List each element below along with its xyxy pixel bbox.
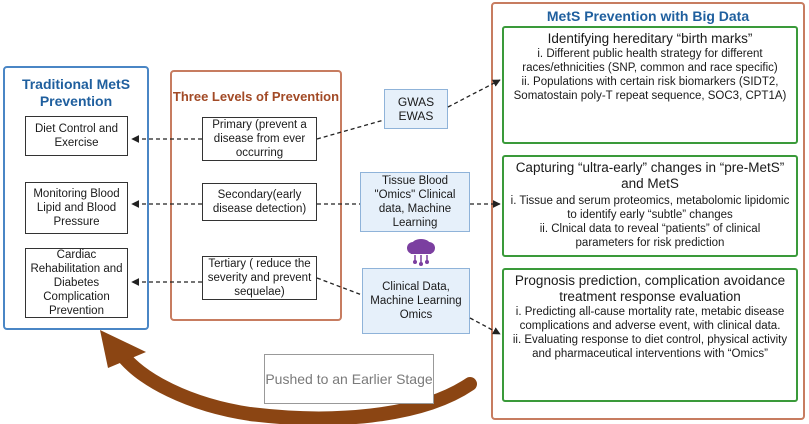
levels-title: Three Levels of Prevention <box>172 89 340 104</box>
gwas-box: GWAS EWAS <box>384 89 448 129</box>
traditional-item-monitoring: Monitoring Blood Lipid and Blood Pressur… <box>25 182 128 234</box>
section-line: i. Different public health strategy for … <box>522 48 778 74</box>
omics-box: Tissue Blood "Omics" Clinical data, Mach… <box>360 172 470 232</box>
level-secondary: Secondary(early disease detection) <box>202 183 317 221</box>
section-line: ii. Populations with certain risk biomar… <box>513 76 787 102</box>
bigdata-section-hereditary: Identifying hereditary “birth marks” i. … <box>502 26 798 144</box>
arrow-clinical-to-prognosis <box>469 317 501 335</box>
clinical-box: Clinical Data, Machine Learning Omics <box>362 268 470 334</box>
section-line: i. Tissue and serum proteomics, metabolo… <box>510 195 790 221</box>
level-primary: Primary (prevent a disease from ever occ… <box>202 117 317 161</box>
section-line: ii. Evaluating response to diet control,… <box>512 334 788 360</box>
bigdata-section-prognosis: Prognosis prediction, complication avoid… <box>502 268 798 402</box>
bigdata-section-ultra-early: Capturing “ultra-early” changes in “pre-… <box>502 155 798 257</box>
traditional-item-diet: Diet Control and Exercise <box>25 116 128 156</box>
line-primary-to-gwas <box>316 119 385 140</box>
section-heading: Prognosis prediction, complication avoid… <box>514 273 786 304</box>
big-arrow-head <box>100 330 146 368</box>
section-heading: Identifying hereditary “birth marks” <box>547 31 753 46</box>
level-tertiary: Tertiary ( reduce the severity and preve… <box>202 256 317 300</box>
arrow-gwas-to-hereditary <box>447 79 501 108</box>
section-heading: Capturing “ultra-early” changes in “pre-… <box>515 160 785 191</box>
line-tertiary-to-clinical <box>316 277 363 296</box>
big-curved-arrow <box>113 345 477 424</box>
cloud-computing-icon <box>407 239 435 266</box>
bigdata-title: MetS Prevention with Big Data <box>546 8 750 24</box>
traditional-item-cardiac: Cardiac Rehabilitation and Diabetes Comp… <box>25 248 128 318</box>
section-line: i. Predicting all-cause mortality rate, … <box>515 306 785 332</box>
traditional-title: Traditional MetS Prevention <box>21 76 131 109</box>
section-line: ii. Clnical data to reveal “patients” of… <box>539 223 761 249</box>
pushed-label: Pushed to an Earlier Stage <box>264 354 434 404</box>
